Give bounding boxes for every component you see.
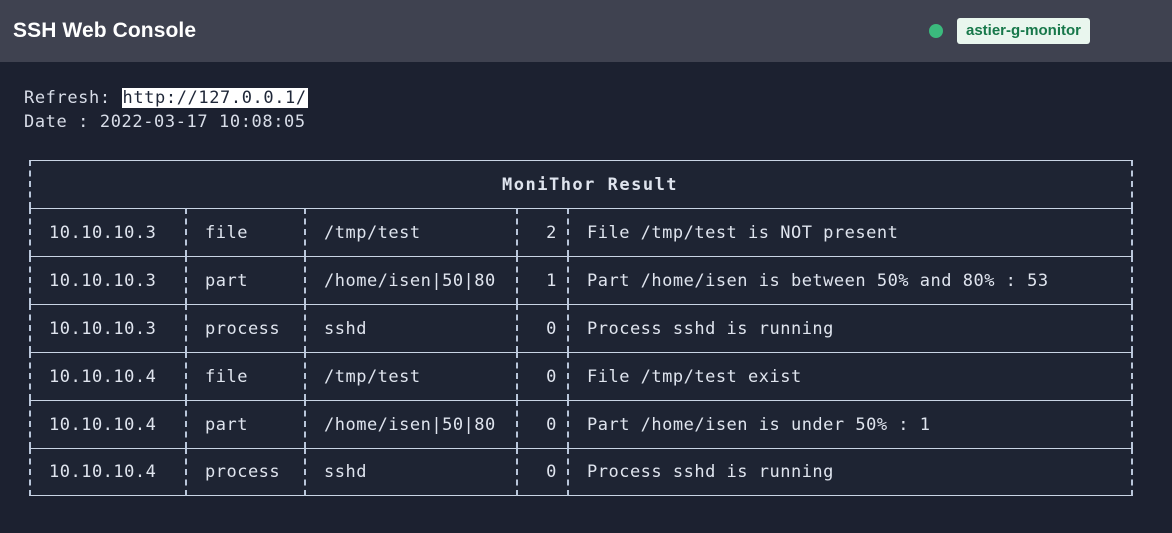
cell-code: 1 bbox=[516, 256, 567, 304]
cell-target: /tmp/test bbox=[304, 208, 516, 256]
cell-message: Process sshd is running bbox=[567, 448, 1134, 496]
meta-block: Refresh: http://127.0.0.1/ Date : 2022-0… bbox=[0, 62, 1172, 134]
cell-code: 0 bbox=[516, 352, 567, 400]
table-title: MoniThor Result bbox=[29, 160, 1134, 208]
cell-target: /tmp/test bbox=[304, 352, 516, 400]
cell-code: 0 bbox=[516, 400, 567, 448]
cell-host: 10.10.10.4 bbox=[29, 400, 185, 448]
cell-type: file bbox=[185, 208, 304, 256]
cell-target: /home/isen|50|80 bbox=[304, 256, 516, 304]
date-value: 2022-03-17 10:08:05 bbox=[99, 112, 306, 132]
cell-code: 2 bbox=[516, 208, 567, 256]
cell-target: sshd bbox=[304, 448, 516, 496]
cell-type: part bbox=[185, 400, 304, 448]
cell-message: Process sshd is running bbox=[567, 304, 1134, 352]
refresh-row: Refresh: http://127.0.0.1/ bbox=[24, 86, 1172, 110]
table-title-row: MoniThor Result bbox=[29, 160, 1134, 208]
cell-message: File /tmp/test is NOT present bbox=[567, 208, 1134, 256]
cell-code: 0 bbox=[516, 448, 567, 496]
cell-message: Part /home/isen is between 50% and 80% :… bbox=[567, 256, 1134, 304]
status-online-dot bbox=[928, 24, 943, 38]
cell-host: 10.10.10.3 bbox=[29, 208, 185, 256]
cell-type: part bbox=[185, 256, 304, 304]
refresh-label: Refresh: bbox=[24, 88, 122, 108]
page-title: SSH Web Console bbox=[13, 19, 197, 42]
cell-code: 0 bbox=[516, 304, 567, 352]
cell-host: 10.10.10.4 bbox=[29, 352, 185, 400]
cell-host: 10.10.10.4 bbox=[29, 448, 185, 496]
refresh-link[interactable]: http://127.0.0.1/ bbox=[121, 88, 308, 108]
cell-target: /home/isen|50|80 bbox=[304, 400, 516, 448]
cell-target: sshd bbox=[304, 304, 516, 352]
date-row: Date : 2022-03-17 10:08:05 bbox=[24, 110, 1172, 134]
cell-type: process bbox=[185, 448, 304, 496]
connection-status: astier-g-monitor bbox=[928, 18, 1160, 44]
cell-host: 10.10.10.3 bbox=[29, 256, 185, 304]
app-header: SSH Web Console astier-g-monitor bbox=[0, 0, 1172, 62]
date-label: Date : bbox=[24, 112, 100, 132]
cell-type: process bbox=[185, 304, 304, 352]
cell-host: 10.10.10.3 bbox=[29, 304, 185, 352]
cell-message: File /tmp/test exist bbox=[567, 352, 1134, 400]
cell-type: file bbox=[185, 352, 304, 400]
cell-message: Part /home/isen is under 50% : 1 bbox=[567, 400, 1134, 448]
status-badge: astier-g-monitor bbox=[956, 18, 1090, 44]
